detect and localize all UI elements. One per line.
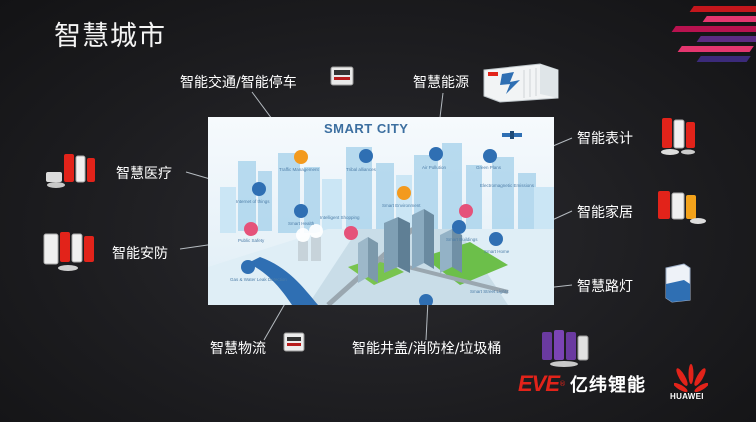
icon-label-tribal-alliances: Tribal alliances	[346, 167, 376, 172]
label-smart-security: 智能安防	[112, 246, 168, 262]
icon-label-smart-health: Smart Health	[288, 221, 315, 226]
label-smart-meter: 智能表计	[577, 131, 633, 147]
icon-label-traffic-management: Traffic Management	[279, 167, 319, 172]
icon-label-smart-home: Smart Home	[484, 249, 510, 254]
streetlight-module-icon	[665, 263, 691, 303]
icon-label-intelligent-shopping: Intelligent Shopping	[320, 215, 360, 220]
icon-label-gas-water-leak: Gas & Water Leak Detection	[230, 277, 287, 282]
home-battery-icon	[658, 191, 706, 224]
manhole-battery-icon	[542, 330, 589, 367]
icon-label-smart-street-lights: Smart Street Lights	[470, 289, 509, 294]
icon-label-smart-buildings: Smart Buildings	[446, 237, 478, 242]
huawei-logo-icon	[674, 364, 708, 392]
smart-city-illustration: SMART CITY Traffic Management Tribal all…	[208, 117, 554, 305]
eve-chinese-name: 亿纬锂能	[570, 375, 647, 396]
energy-storage-container-icon	[483, 63, 559, 103]
label-smart-home: 智能家居	[577, 205, 633, 221]
eve-logo-text: EVE	[518, 371, 560, 396]
icon-label-green-plans: Green Plans	[476, 165, 502, 170]
label-smart-energy: 智慧能源	[413, 75, 469, 91]
meter-battery-icon	[661, 118, 695, 155]
city-graphic	[208, 131, 554, 305]
decorative-stripes	[671, 6, 756, 62]
smart-city-title: SMART CITY	[324, 121, 409, 136]
label-smart-traffic: 智能交通/智能停车	[180, 75, 297, 91]
huawei-logo-text: HUAWEI	[670, 392, 704, 401]
icon-label-internet-of-things: Internet of things	[236, 199, 270, 204]
icon-label-air-pollution: Air Pollution	[422, 165, 447, 170]
logistics-device-icon	[283, 332, 305, 352]
page-title: 智慧城市	[54, 21, 166, 52]
medical-battery-icon	[46, 154, 95, 188]
label-smart-manhole: 智能井盖/消防栓/垃圾桶	[352, 341, 502, 357]
label-smart-medical: 智慧医疗	[116, 166, 172, 182]
label-smart-logistics: 智慧物流	[210, 341, 266, 357]
icon-label-public-safety: Public Safety	[238, 238, 265, 243]
security-battery-icon	[43, 232, 94, 271]
eve-brand-logo: EVE ® 亿纬锂能	[518, 370, 646, 398]
label-smart-streetlight: 智慧路灯	[577, 279, 633, 295]
icon-label-smart-environment: Smart Environment	[382, 203, 421, 208]
eve-registered-mark: ®	[559, 380, 567, 388]
traffic-device-icon	[330, 66, 354, 86]
icon-label-electromagnetic-emissions: Electromagnetic Emissions	[480, 183, 535, 188]
